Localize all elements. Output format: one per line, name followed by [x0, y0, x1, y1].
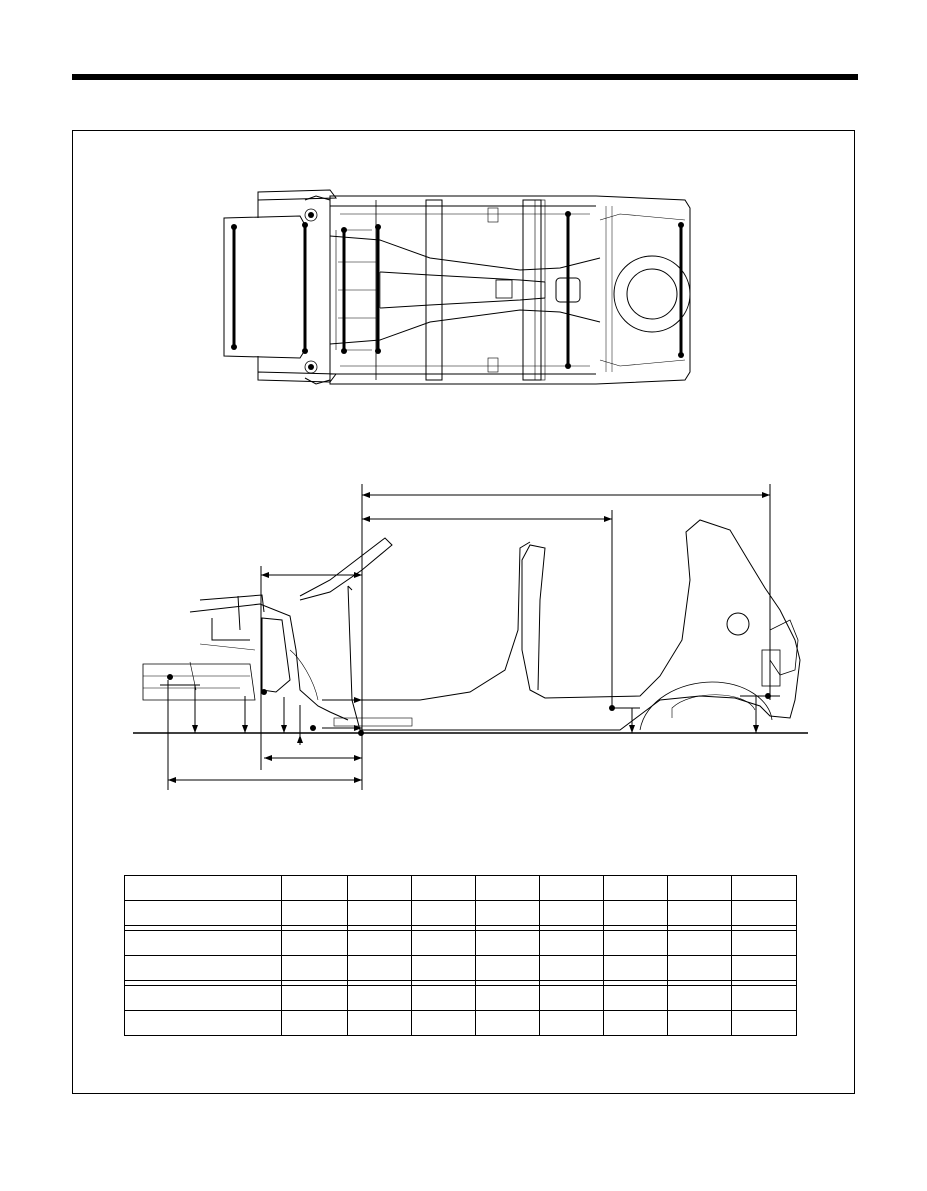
- dimension-table: [124, 875, 797, 1036]
- table-value-cell: [411, 1010, 476, 1036]
- table-row-label-cell: [124, 985, 282, 1011]
- table-value-cell: [731, 1010, 797, 1036]
- table-value-cell: [475, 985, 540, 1011]
- table-value-cell: [411, 985, 476, 1011]
- table-value-cell: [411, 900, 476, 926]
- table-value-cell: [475, 875, 540, 901]
- table-row-label-cell: [124, 900, 282, 926]
- table-row: [124, 955, 797, 981]
- table-value-cell: [539, 875, 604, 901]
- table-value-cell: [347, 1010, 412, 1036]
- table-value-cell: [281, 1010, 348, 1036]
- table-value-cell: [281, 985, 348, 1011]
- table-value-cell: [475, 1010, 540, 1036]
- table-row: [124, 985, 797, 1011]
- table-value-cell: [603, 900, 668, 926]
- table-value-cell: [667, 930, 732, 956]
- table-value-cell: [281, 930, 348, 956]
- table-value-cell: [411, 955, 476, 981]
- table-row: [124, 875, 797, 901]
- table-value-cell: [539, 900, 604, 926]
- table-value-cell: [603, 985, 668, 1011]
- table-value-cell: [539, 930, 604, 956]
- table-value-cell: [475, 955, 540, 981]
- table-value-cell: [731, 985, 797, 1011]
- table-value-cell: [539, 955, 604, 981]
- header-rule: [72, 74, 858, 80]
- table-value-cell: [347, 875, 412, 901]
- table-value-cell: [667, 1010, 732, 1036]
- table-value-cell: [731, 930, 797, 956]
- table-value-cell: [281, 955, 348, 981]
- table-value-cell: [731, 900, 797, 926]
- figure-frame: [72, 130, 855, 1094]
- table-row-label-cell: [124, 1010, 282, 1036]
- table-row-label-cell: [124, 875, 282, 901]
- table-value-cell: [667, 875, 732, 901]
- table-row: [124, 930, 797, 956]
- table-row-label-cell: [124, 930, 282, 956]
- table-value-cell: [667, 955, 732, 981]
- table-value-cell: [347, 900, 412, 926]
- table-value-cell: [539, 1010, 604, 1036]
- table-row-label-cell: [124, 955, 282, 981]
- table-row: [124, 1010, 797, 1036]
- table-value-cell: [603, 955, 668, 981]
- table-value-cell: [411, 930, 476, 956]
- table-value-cell: [603, 875, 668, 901]
- body-side-elevation-icon: [133, 519, 808, 736]
- underbody-plan-view-icon: [223, 189, 691, 385]
- table-value-cell: [539, 985, 604, 1011]
- table-value-cell: [347, 955, 412, 981]
- table-value-cell: [475, 930, 540, 956]
- table-value-cell: [731, 955, 797, 981]
- table-row: [124, 900, 797, 926]
- table-value-cell: [667, 900, 732, 926]
- table-value-cell: [411, 875, 476, 901]
- dimension-lines: [160, 484, 780, 790]
- table-value-cell: [603, 1010, 668, 1036]
- table-value-cell: [281, 875, 348, 901]
- table-value-cell: [347, 930, 412, 956]
- table-value-cell: [603, 930, 668, 956]
- table-value-cell: [281, 900, 348, 926]
- table-value-cell: [667, 985, 732, 1011]
- table-value-cell: [731, 875, 797, 901]
- table-value-cell: [347, 985, 412, 1011]
- table-value-cell: [475, 900, 540, 926]
